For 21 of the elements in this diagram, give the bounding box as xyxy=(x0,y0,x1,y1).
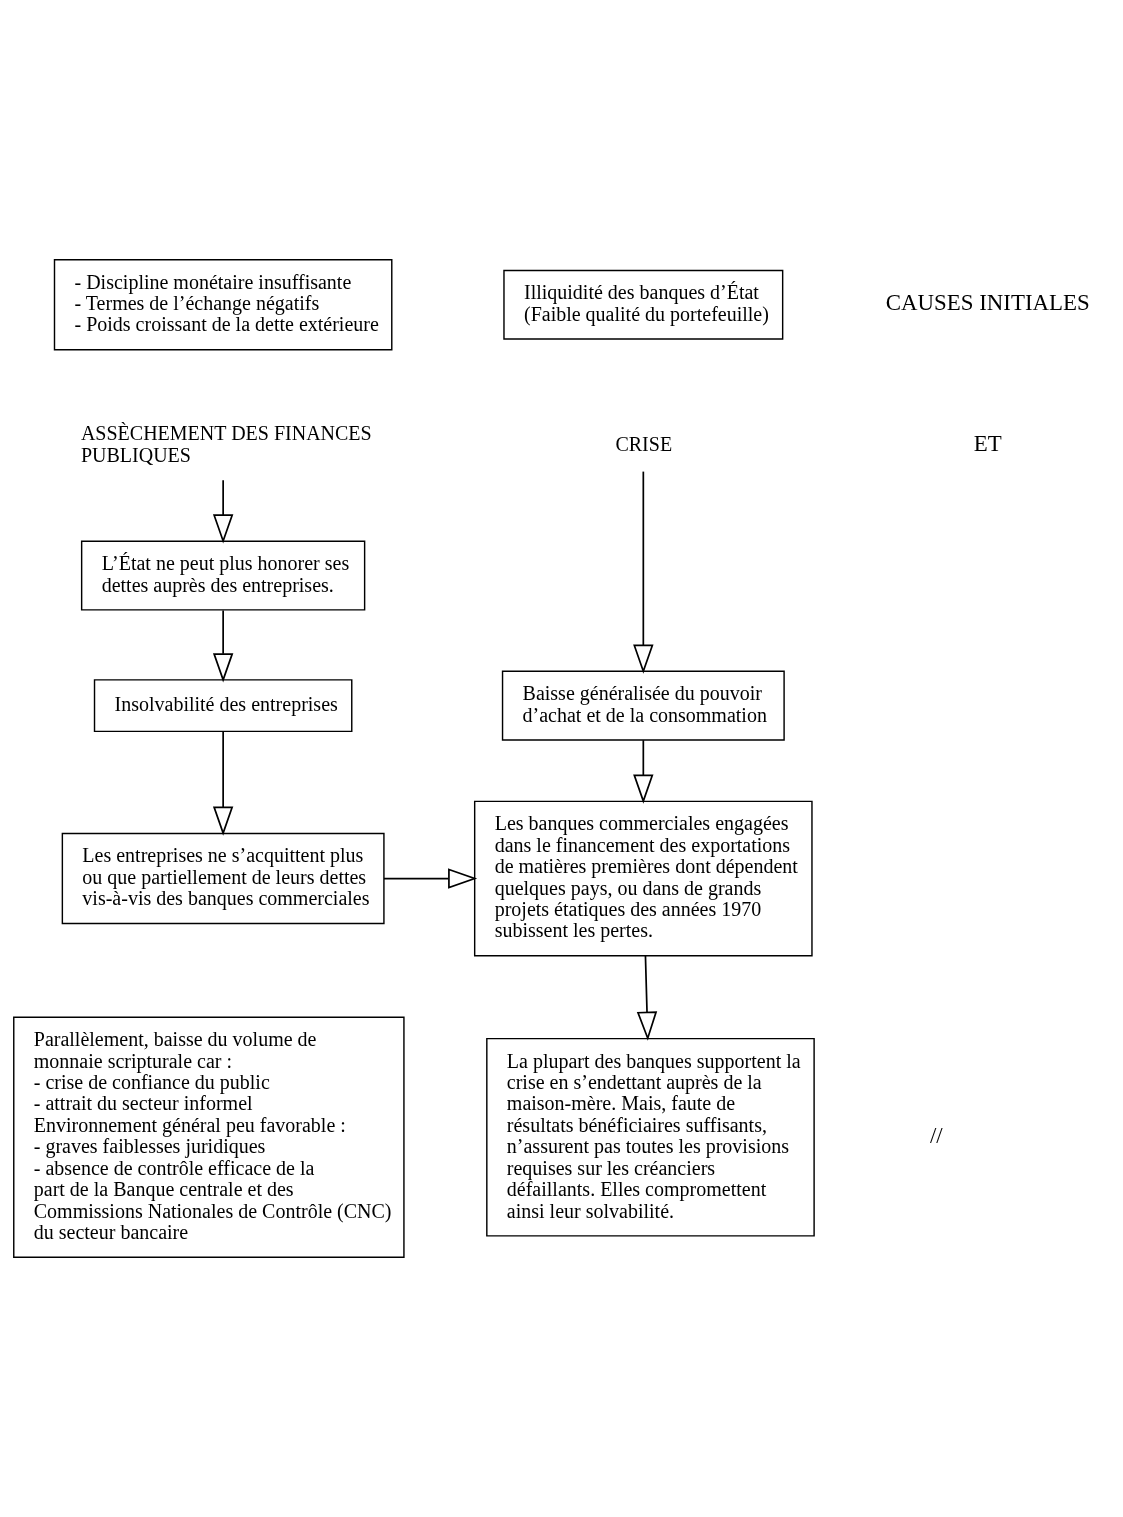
node-box: Parallèlement, baisse du volume de monnaie scripturale car : - crise de confiance du public - attrait du secteur informel Environnement général peu favorable : - graves faiblesses juridiques - absence de contrôle efficace de la part de la Banque centrale et des Commissions Nationales de Contrôle (CNC) du secteur bancaire xyxy=(13,1016,405,1258)
label: ET xyxy=(973,430,1002,456)
arrow xyxy=(633,470,654,674)
node-box: - Discipline monétaire insuffisante - Termes de l’échange négatifs - Poids croissant de la dette extérieure xyxy=(53,259,393,351)
label: CAUSES INITIALES xyxy=(885,290,1090,316)
node-box: Les banques commerciales engagées dans le financement des exportations de matières premières dont dépendent quelques pays, ou dans de grands projets étatiques des années 1970 subissent les pertes. xyxy=(473,800,813,957)
node-box: Insolvabilité des entreprises xyxy=(93,679,353,733)
arrow xyxy=(212,609,234,683)
arrow xyxy=(212,730,234,836)
arrow xyxy=(383,868,478,889)
node-box: La plupart des banques supportent la crise en s’endettant auprès de la maison-mère. Mais, faute de résultats bénéficiaires suffisants, n’assurent pas toutes les provisions requises sur les créanciers défaillants. Elles compromettent ainsi leur solvabilité. xyxy=(486,1037,815,1237)
node-text: ASSÈCHEMENT DES FINANCES PUBLIQUES xyxy=(80,422,372,466)
node-text: CRISE xyxy=(615,432,673,455)
arrow xyxy=(636,955,658,1041)
node-box: Les entreprises ne s’acquittent plus ou que partiellement de leurs dettes vis-à-vis des banques commerciales xyxy=(61,832,385,925)
node-box: Baisse généralisée du pouvoir d’achat et de la consommation xyxy=(501,670,785,741)
arrow xyxy=(633,739,654,804)
label: // xyxy=(929,1122,943,1148)
node-box: Illiquidité des banques d’État (Faible qualité du portefeuille) xyxy=(503,269,784,340)
node-box: L’État ne peut plus honorer ses dettes auprès des entreprises. xyxy=(80,540,366,611)
arrow xyxy=(212,479,234,544)
